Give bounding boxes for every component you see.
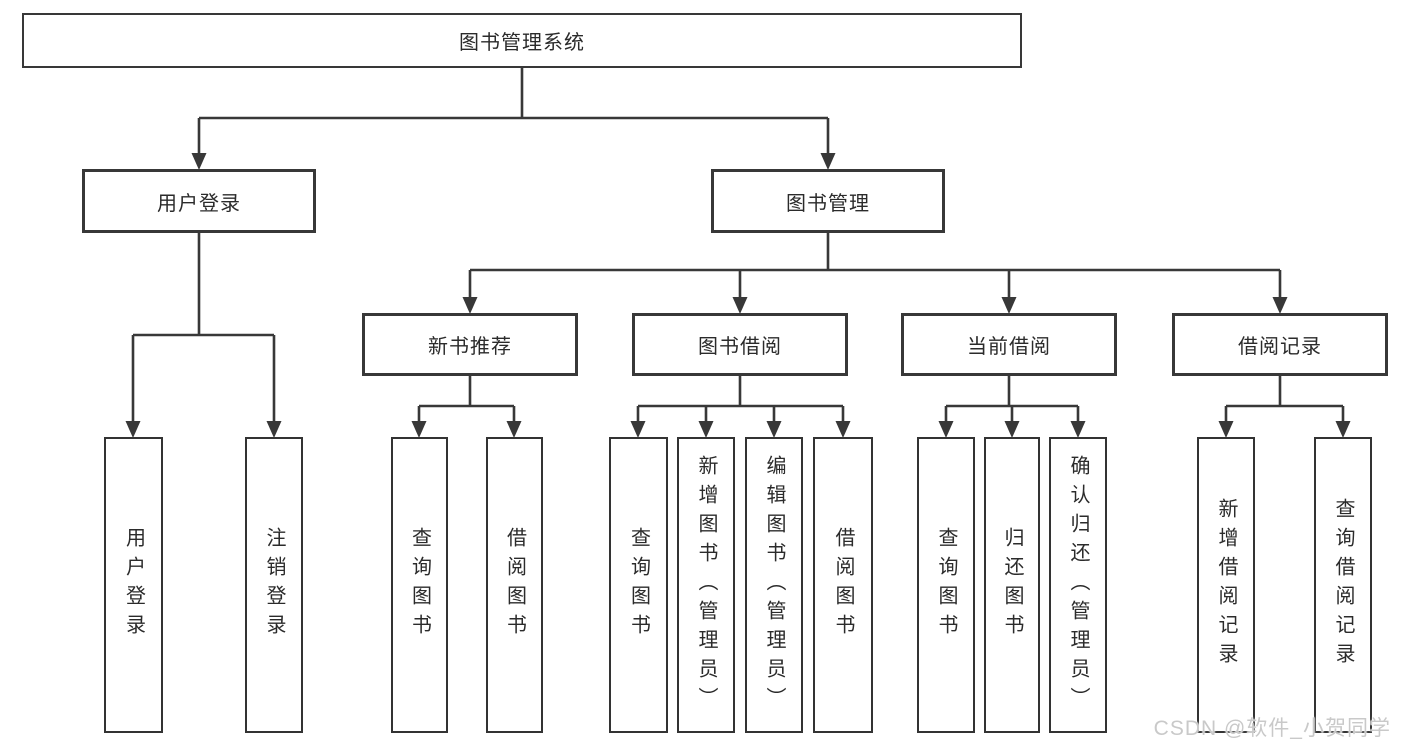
node-new-book-recommend: 新书推荐 — [362, 313, 578, 376]
node-current-borrowing-label: 当前借阅 — [967, 336, 1051, 358]
node-user-login-label: 用户登录 — [157, 192, 241, 215]
leaf-query-books-recommend-label: 查询图书 — [408, 527, 431, 643]
leaf-borrow-books: 借阅图书 — [813, 437, 873, 733]
leaf-add-book-admin-label: 新增图书（管理员） — [695, 454, 717, 716]
leaf-query-books-current-label: 查询图书 — [935, 527, 957, 643]
leaf-edit-book-admin-label: 编辑图书（管理员） — [763, 454, 785, 716]
leaf-query-borrow-record: 查询借阅记录 — [1314, 437, 1372, 733]
leaf-query-books-borrow-label: 查询图书 — [627, 527, 650, 643]
leaf-return-book: 归还图书 — [984, 437, 1040, 733]
leaf-logout-label: 注销登录 — [263, 527, 285, 643]
node-book-borrowing: 图书借阅 — [632, 313, 848, 376]
leaf-logout: 注销登录 — [245, 437, 303, 733]
leaf-edit-book-admin: 编辑图书（管理员） — [745, 437, 803, 733]
leaf-borrow-books-recommend-label: 借阅图书 — [503, 527, 526, 643]
node-library-system: 图书管理系统 — [22, 13, 1022, 68]
leaf-confirm-return-admin: 确认归还（管理员） — [1049, 437, 1107, 733]
leaf-user-login: 用户登录 — [104, 437, 163, 733]
node-borrowing-records-label: 借阅记录 — [1238, 336, 1322, 358]
leaf-query-books-current: 查询图书 — [917, 437, 975, 733]
node-book-management-label: 图书管理 — [786, 192, 870, 215]
leaf-query-books-borrow: 查询图书 — [609, 437, 668, 733]
node-current-borrowing: 当前借阅 — [901, 313, 1117, 376]
node-borrowing-records: 借阅记录 — [1172, 313, 1388, 376]
leaf-confirm-return-admin-label: 确认归还（管理员） — [1067, 454, 1089, 716]
leaf-return-book-label: 归还图书 — [1001, 527, 1023, 643]
leaf-query-books-recommend: 查询图书 — [391, 437, 448, 733]
node-user-login: 用户登录 — [82, 169, 316, 233]
watermark: CSDN @软件_小贺同学 — [1153, 717, 1391, 740]
leaf-add-borrow-record: 新增借阅记录 — [1197, 437, 1255, 733]
leaf-add-borrow-record-label: 新增借阅记录 — [1215, 498, 1237, 672]
leaf-borrow-books-label: 借阅图书 — [832, 527, 854, 643]
node-library-system-label: 图书管理系统 — [459, 32, 585, 54]
leaf-query-borrow-record-label: 查询借阅记录 — [1332, 498, 1354, 672]
leaf-add-book-admin: 新增图书（管理员） — [677, 437, 735, 733]
node-book-borrowing-label: 图书借阅 — [698, 336, 782, 358]
node-new-book-recommend-label: 新书推荐 — [428, 336, 512, 358]
leaf-user-login-label: 用户登录 — [122, 527, 145, 643]
leaf-borrow-books-recommend: 借阅图书 — [486, 437, 543, 733]
node-book-management: 图书管理 — [711, 169, 945, 233]
